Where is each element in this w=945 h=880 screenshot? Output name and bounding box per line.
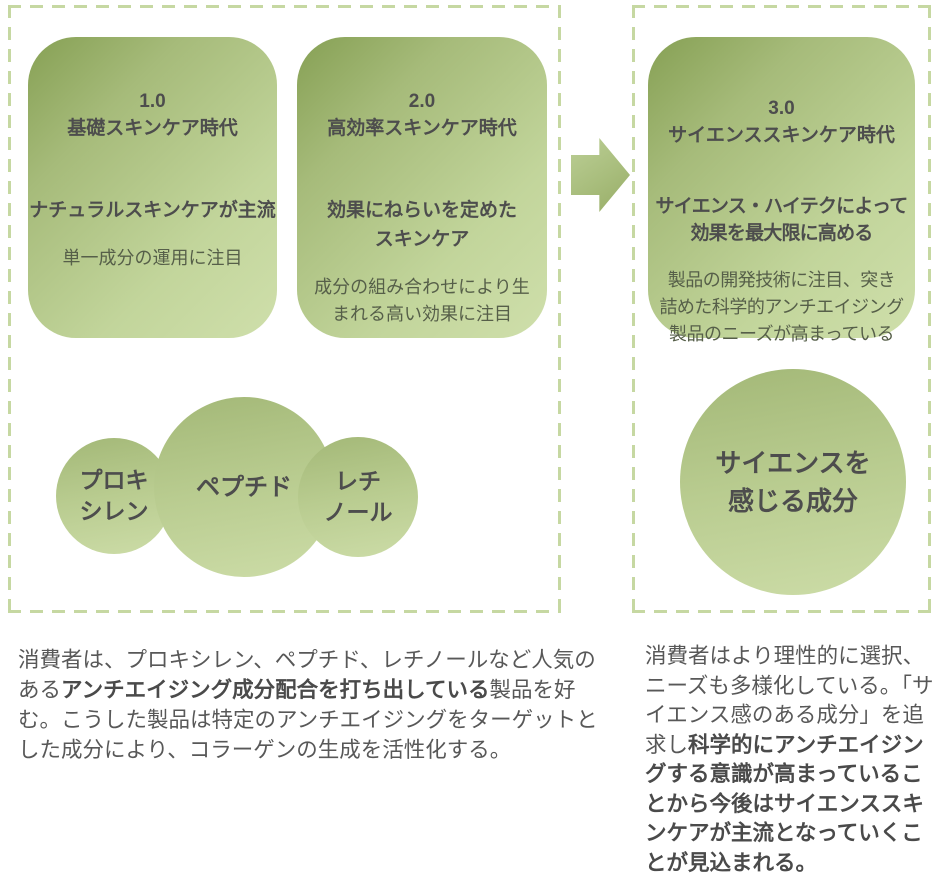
dashed-border-right — [928, 5, 931, 613]
era-2-body: 成分の組み合わせにより生 まれる高い効果に注目 — [314, 277, 530, 324]
caption-segment: 消費者は、プロキシレン、ペプチド、レチノールなど人気のある — [18, 648, 596, 702]
caption-era-1-2: 消費者は、プロキシレン、ペプチド、レチノールなど人気のあるアンチエイジング成分配… — [18, 645, 610, 765]
era-3-body: 製品の開発技術に注目、突き 詰めた科学的アンチエイジング 製品のニーズが高まって… — [659, 270, 904, 344]
dashed-border-left — [632, 5, 635, 613]
science-circle-label: サイエンスを 感じる成分 — [715, 448, 871, 516]
caption-segment: 科学的にアンチエイジングする意識が高まっていることから今後はサイエンススキンケア… — [645, 732, 924, 875]
era-2-title: 2.0 高効率スキンケア時代 — [297, 88, 547, 142]
era-1-name: 基礎スキンケア時代 — [67, 118, 238, 139]
ingredient-label-proxylane: プロキ シレン — [79, 467, 149, 524]
ingredient-label-retinol: レチ ノール — [323, 468, 393, 525]
era-1-title: 1.0 基礎スキンケア時代 — [28, 88, 277, 142]
dashed-border-right — [558, 5, 561, 613]
science-circle: サイエンスを 感じる成分 — [680, 369, 906, 595]
era-card-3: 3.0 サイエンススキンケア時代 サイエンス・ハイテクによって 効果を最大限に高… — [648, 37, 915, 344]
dashed-border-bottom — [632, 610, 931, 613]
caption-segment: アンチエイジング成分配合を打ち出している — [61, 678, 490, 702]
caption-segment: 消費者はより理性的に選択、ニーズも多様化している。「サイエンス感のある成分」を追… — [645, 644, 934, 757]
era-1-body: 単一成分の運用に注目 — [62, 248, 243, 268]
arrow-right-icon — [571, 138, 630, 212]
dashed-border-top — [632, 5, 931, 8]
dashed-border-left — [8, 5, 11, 613]
ingredient-circle-retinol: レチ ノール — [298, 437, 418, 557]
era-3-name: サイエンススキンケア時代 — [668, 125, 895, 146]
era-2-headline: 効果にねらいを定めた スキンケア — [326, 200, 517, 250]
era-3-title: 3.0 サイエンススキンケア時代 — [648, 95, 915, 149]
era-2-number: 2.0 — [408, 91, 436, 112]
era-card-1: 1.0 基礎スキンケア時代 ナチュラルスキンケアが主流 単一成分の運用に注目 — [28, 37, 277, 338]
caption-era-3: 消費者はより理性的に選択、ニーズも多様化している。「サイエンス感のある成分」を追… — [645, 642, 943, 878]
era-3-headline: サイエンス・ハイテクによって 効果を最大限に高める — [655, 196, 909, 244]
ingredient-label-peptide: ペプチド — [196, 473, 292, 501]
era-1-headline: ナチュラルスキンケアが主流 — [29, 200, 276, 221]
era-3-number: 3.0 — [768, 98, 795, 119]
panel-era-3: 3.0 サイエンススキンケア時代 サイエンス・ハイテクによって 効果を最大限に高… — [632, 5, 931, 613]
era-1-number: 1.0 — [139, 91, 166, 112]
era-card-2: 2.0 高効率スキンケア時代 効果にねらいを定めた スキンケア 成分の組み合わせ… — [297, 37, 547, 338]
dashed-border-top — [8, 5, 561, 8]
dashed-border-bottom — [8, 610, 561, 613]
ingredient-circle-proxylane: プロキ シレン — [56, 438, 172, 554]
caption-segment: 製品を好む。こうした製品は特定のアンチエイジングをターゲットとした成分により、コ… — [18, 678, 598, 762]
panel-era-1-2: 1.0 基礎スキンケア時代 ナチュラルスキンケアが主流 単一成分の運用に注目 2… — [8, 5, 561, 613]
era-2-name: 高効率スキンケア時代 — [327, 118, 517, 139]
